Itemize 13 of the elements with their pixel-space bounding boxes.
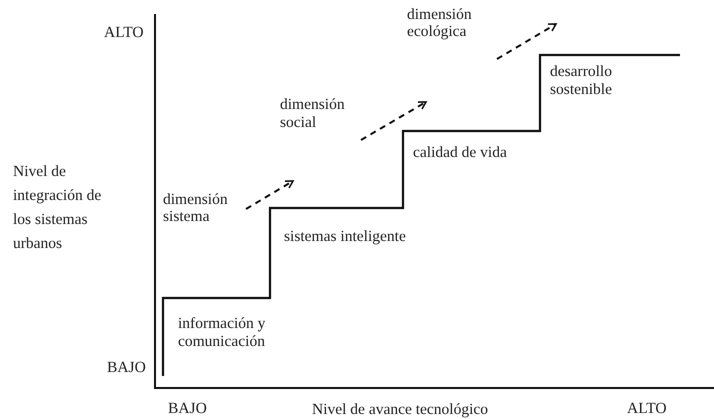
dimension-label: dimensión social — [280, 96, 346, 132]
axis-title: Nivel de integración de los sistemas urbanos — [13, 162, 102, 254]
axis-title: Nivel de avance tecnológico — [312, 400, 488, 419]
axis-label: BAJO — [168, 399, 207, 419]
axis-label: ALTO — [627, 399, 667, 419]
axis-label: ALTO — [104, 23, 144, 43]
stage-label: información y comunicación — [178, 315, 266, 351]
stage-label: calidad de vida — [413, 143, 507, 163]
dimension-label: dimensión ecológica — [407, 6, 473, 40]
stage-label: sistemas inteligente — [284, 227, 406, 247]
stage-label: desarrollo sostenible — [550, 63, 613, 99]
axis-label: BAJO — [107, 358, 146, 378]
dimension-label: dimensión sistema — [163, 191, 229, 225]
